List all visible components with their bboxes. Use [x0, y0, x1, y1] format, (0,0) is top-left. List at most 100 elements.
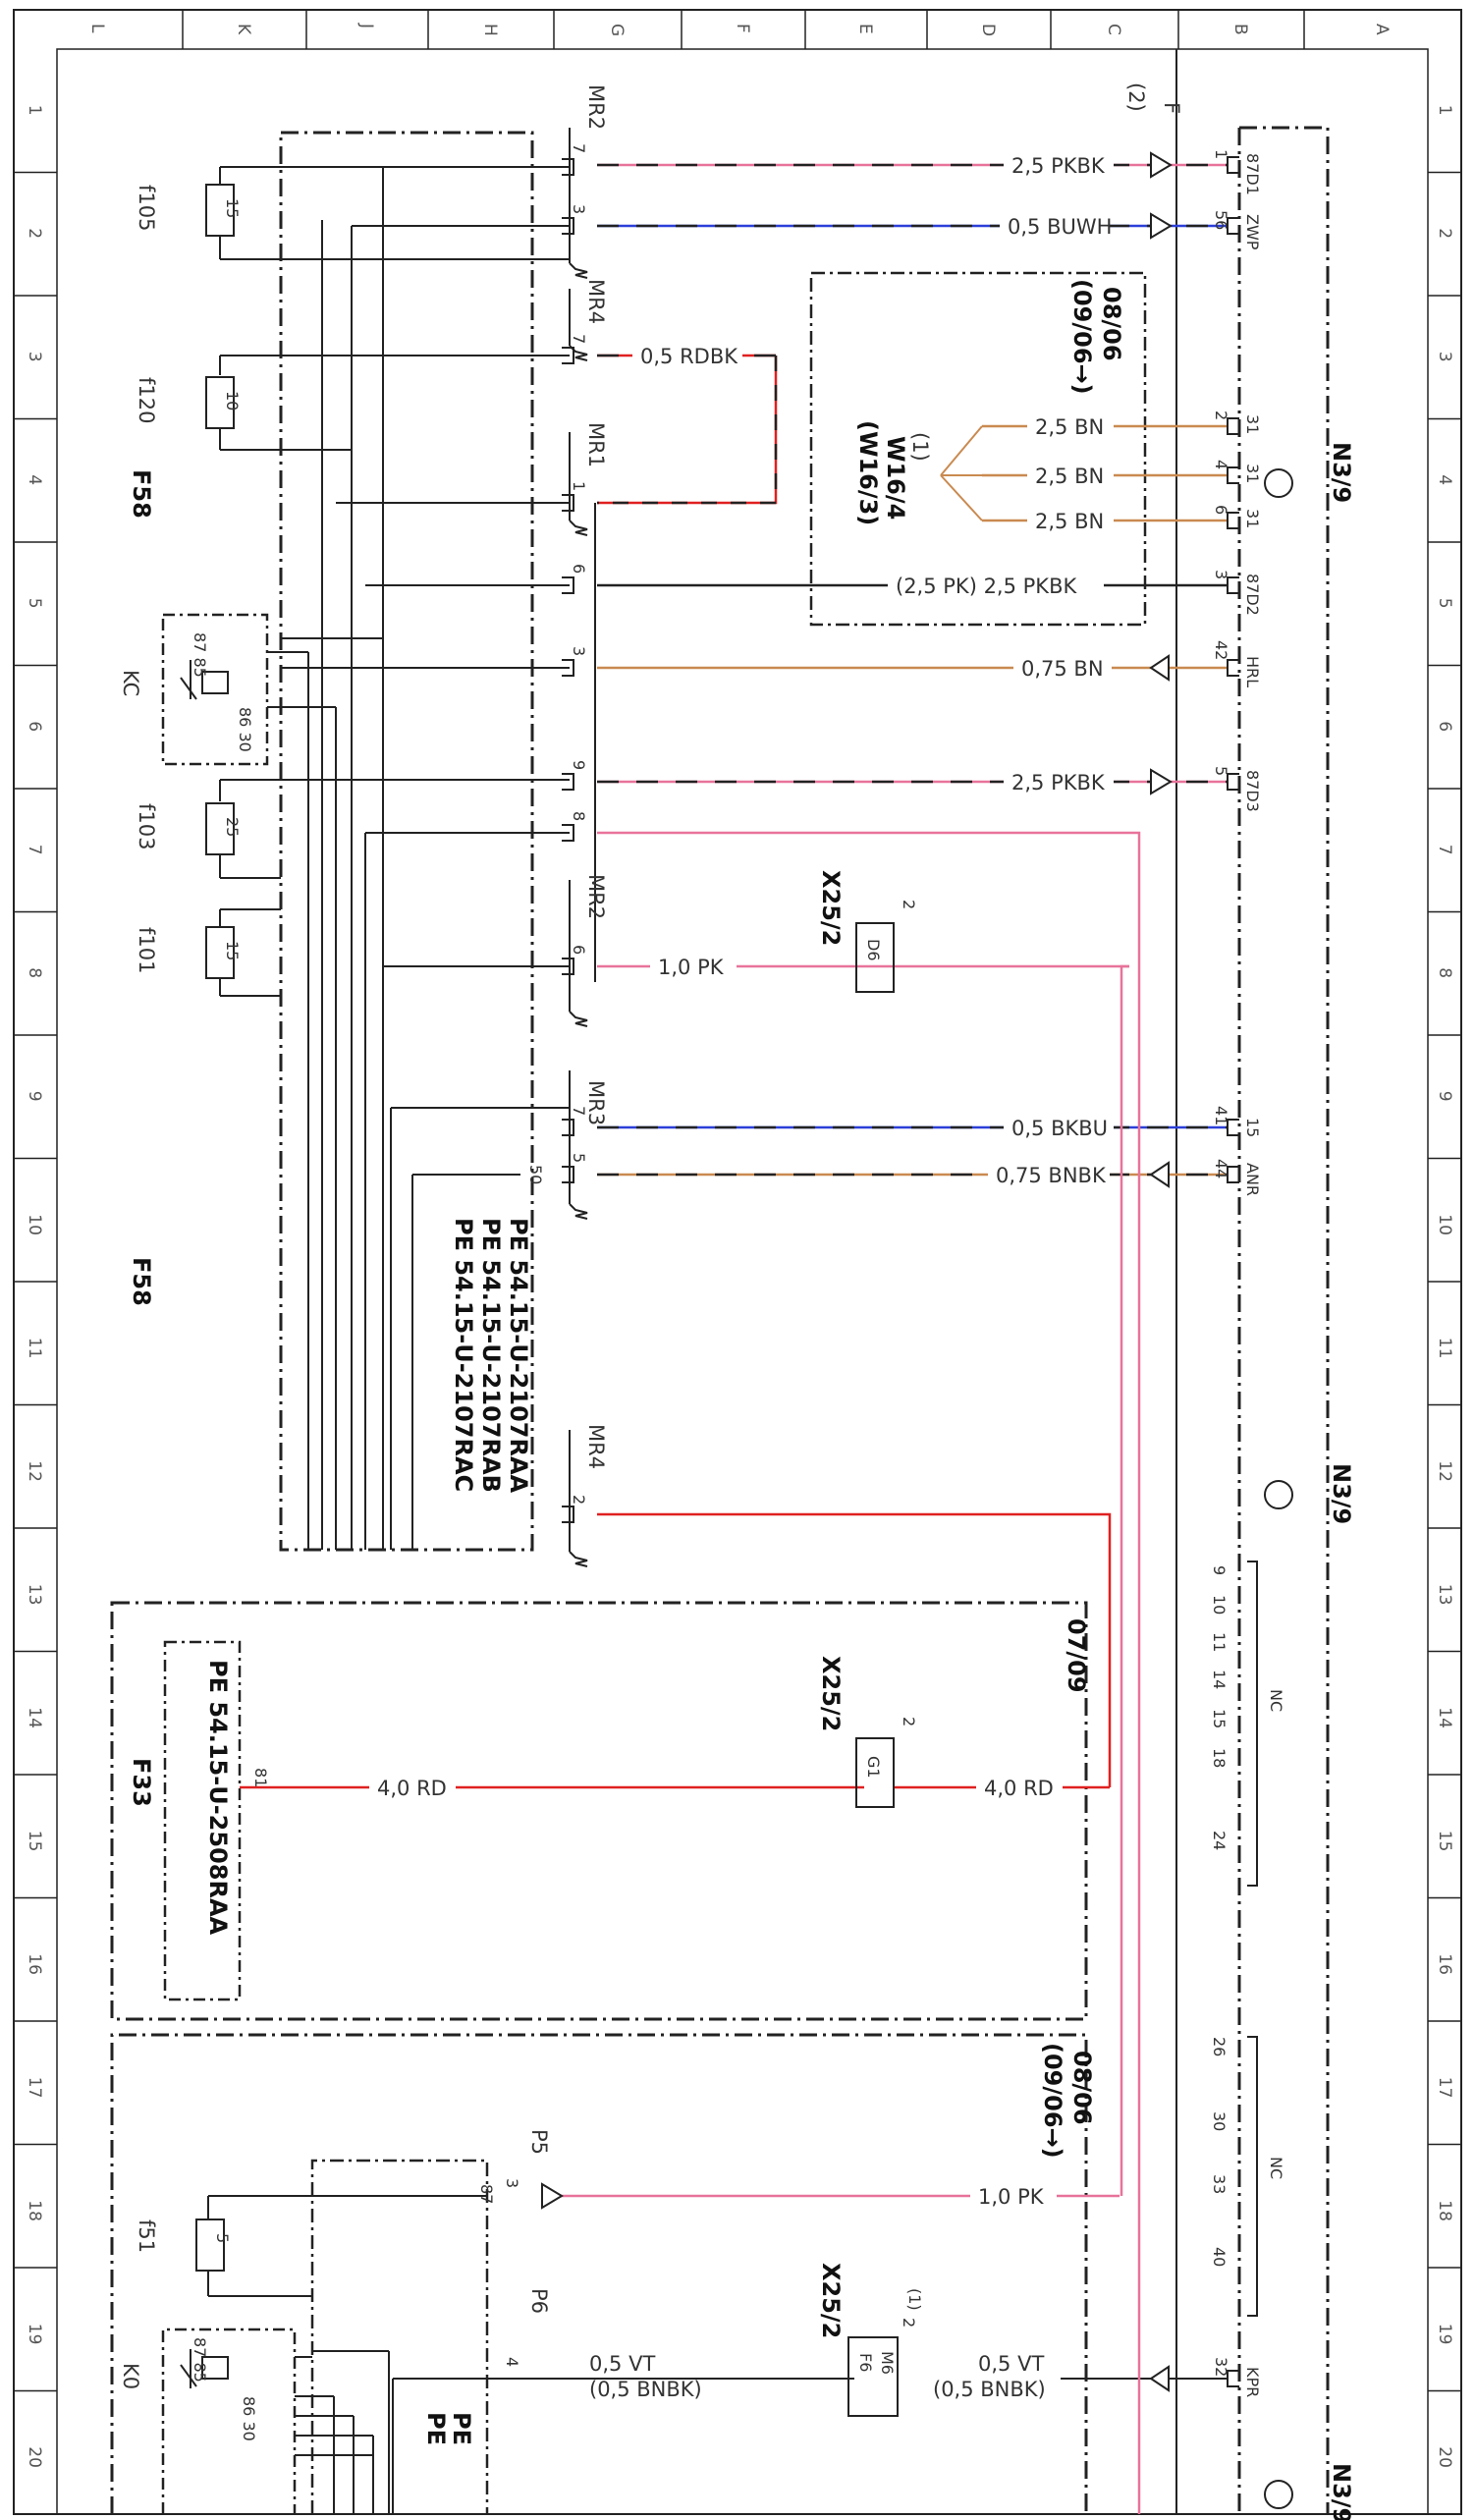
pin-bracket [562, 659, 574, 677]
connector-break [569, 262, 588, 279]
pin-label-g2: 3 [570, 204, 588, 214]
fuse-f105-label: f105 [135, 185, 158, 231]
connector-p5: P5 [527, 2129, 551, 2155]
grid-row-label: 11 [25, 1338, 44, 1359]
pin-bracket [1227, 2370, 1239, 2387]
pin-bracket [1227, 576, 1239, 594]
ref-f-paren: (2) [1124, 82, 1148, 112]
wire-label-bg [1000, 212, 1110, 240]
pin-bracket [562, 347, 574, 364]
grid-column-label: K [234, 24, 253, 35]
grid-column-label: C [1104, 24, 1123, 35]
wire-label: 2,5 PKBK [1011, 771, 1106, 794]
pin-label-g9: 6 [570, 945, 588, 955]
pin-label-b21: 32 [1212, 2357, 1230, 2377]
wire-label: 2,5 BN [1035, 415, 1104, 439]
wire-label: 0,5 VT [978, 2352, 1044, 2376]
grid-row-label: 13 [25, 1584, 44, 1606]
pin-label-m6: M6 [878, 2351, 897, 2375]
connector-mr4-top: MR4 [584, 279, 608, 324]
wire-label: (2,5 PK) 2,5 PKBK [896, 575, 1077, 598]
pin-label-n4: 14 [1210, 1670, 1229, 1689]
wire-label: 2,5 BN [1035, 465, 1104, 488]
grid-row-label: 3 [25, 352, 44, 362]
wire-fan [940, 474, 983, 521]
pin-label-b22: KPR [1243, 2367, 1262, 2397]
pin-label-b20: ANR [1243, 1163, 1262, 1196]
grid-row-label: 9 [25, 1091, 44, 1102]
pin-bracket [1227, 1119, 1239, 1136]
pin-label-g11: 5 [570, 1153, 588, 1163]
module-f33: F33 [128, 1758, 155, 1807]
grid-row-label: 8 [1435, 967, 1454, 978]
pin-label-b14: HRL [1243, 656, 1262, 687]
pin-label-n2: 10 [1210, 1595, 1229, 1615]
reference-pe4: PE 54.15-U-2508RAA [204, 1660, 232, 1936]
module-x252-b: X25/2 [817, 1656, 845, 1731]
fuse-f51-body [195, 2219, 225, 2272]
module-x252-a: X25/2 [817, 870, 845, 946]
module-n39-b: N3/9 [1328, 1463, 1355, 1524]
wire-label: 4,0 RD [984, 1777, 1054, 1800]
pin-label-p5a: 3 [503, 2178, 521, 2188]
kc-relay-box [161, 613, 269, 766]
wire-label-bg [1004, 151, 1114, 179]
fuse-f120-rating: 10 [223, 391, 242, 411]
pin-label-n3: 11 [1210, 1632, 1229, 1652]
connector-break [569, 1011, 588, 1027]
pin-label-b16: 87D3 [1243, 770, 1262, 812]
pin-label-nc1: NC [1267, 1689, 1285, 1712]
grid-row-label: 8 [25, 967, 44, 978]
connector-p6: P6 [527, 2288, 551, 2314]
variant-3-top: 08/06 [1068, 2051, 1096, 2125]
pin-label-n8: 26 [1210, 2037, 1229, 2056]
fuse-f51-rating: 5 [213, 2233, 232, 2243]
pin-bracket [562, 1119, 574, 1136]
grid-row-label: 9 [1435, 1091, 1454, 1102]
grid-row-label: 4 [25, 474, 44, 485]
pin-label-g4: 1 [570, 481, 588, 491]
wire-pink-drop [1120, 964, 1129, 2196]
pin-label-p6: 4 [503, 2357, 521, 2367]
grid-row-label: 10 [1435, 1214, 1454, 1235]
pin-label-b19: 44 [1212, 1159, 1230, 1178]
connector-break [569, 1203, 588, 1220]
grid-row-label: 11 [1435, 1338, 1454, 1359]
grid-column-label: A [1372, 24, 1392, 35]
pin-bracket [1227, 773, 1239, 791]
pin-label-g7: 9 [570, 760, 588, 770]
wire-label-bg [976, 1774, 1063, 1801]
grid-row-label: 2 [25, 228, 44, 239]
wire-label-bg [988, 1161, 1110, 1188]
grid-row-label: 5 [25, 598, 44, 609]
pin-bracket [1227, 217, 1239, 235]
pin-label-b5: 2 [1212, 411, 1230, 420]
grid-column-label: L [87, 24, 107, 33]
fuse-f101-label: f101 [135, 927, 158, 973]
pin-label-g10: 7 [570, 1106, 588, 1116]
pin-label-g5: 6 [570, 564, 588, 574]
pin-bracket [562, 958, 574, 975]
pin-label-g13: 2 [570, 1495, 588, 1505]
fuse-f103-rating: 25 [223, 817, 242, 837]
grid-row-label: 14 [25, 1707, 44, 1728]
pin-label-g1c: G1 [864, 1756, 883, 1779]
wire-label-bg [1013, 654, 1112, 682]
grid-row-label: 18 [1435, 2200, 1454, 2221]
pin-label-n10: 33 [1210, 2174, 1229, 2194]
fuse-f101-body [205, 926, 235, 979]
pin-label-b18: 15 [1243, 1118, 1262, 1137]
nc-bracket [1247, 2036, 1258, 2317]
pin-label-b3: 56 [1212, 210, 1230, 230]
wire-label: 0,5 VT [589, 2352, 655, 2376]
wire-label: 0,75 BNBK [996, 1164, 1107, 1187]
wire-label-bg [650, 953, 737, 980]
module-n39-a: N3/9 [1328, 442, 1355, 503]
pin-label-p5b: 87 [477, 2184, 496, 2204]
pin-bracket [1227, 512, 1239, 529]
grid-row-label: 20 [1435, 2446, 1454, 2468]
wire-label-bg [1004, 768, 1114, 795]
grid-column-label: D [978, 24, 998, 36]
pin-label-b17: 41 [1212, 1106, 1230, 1125]
